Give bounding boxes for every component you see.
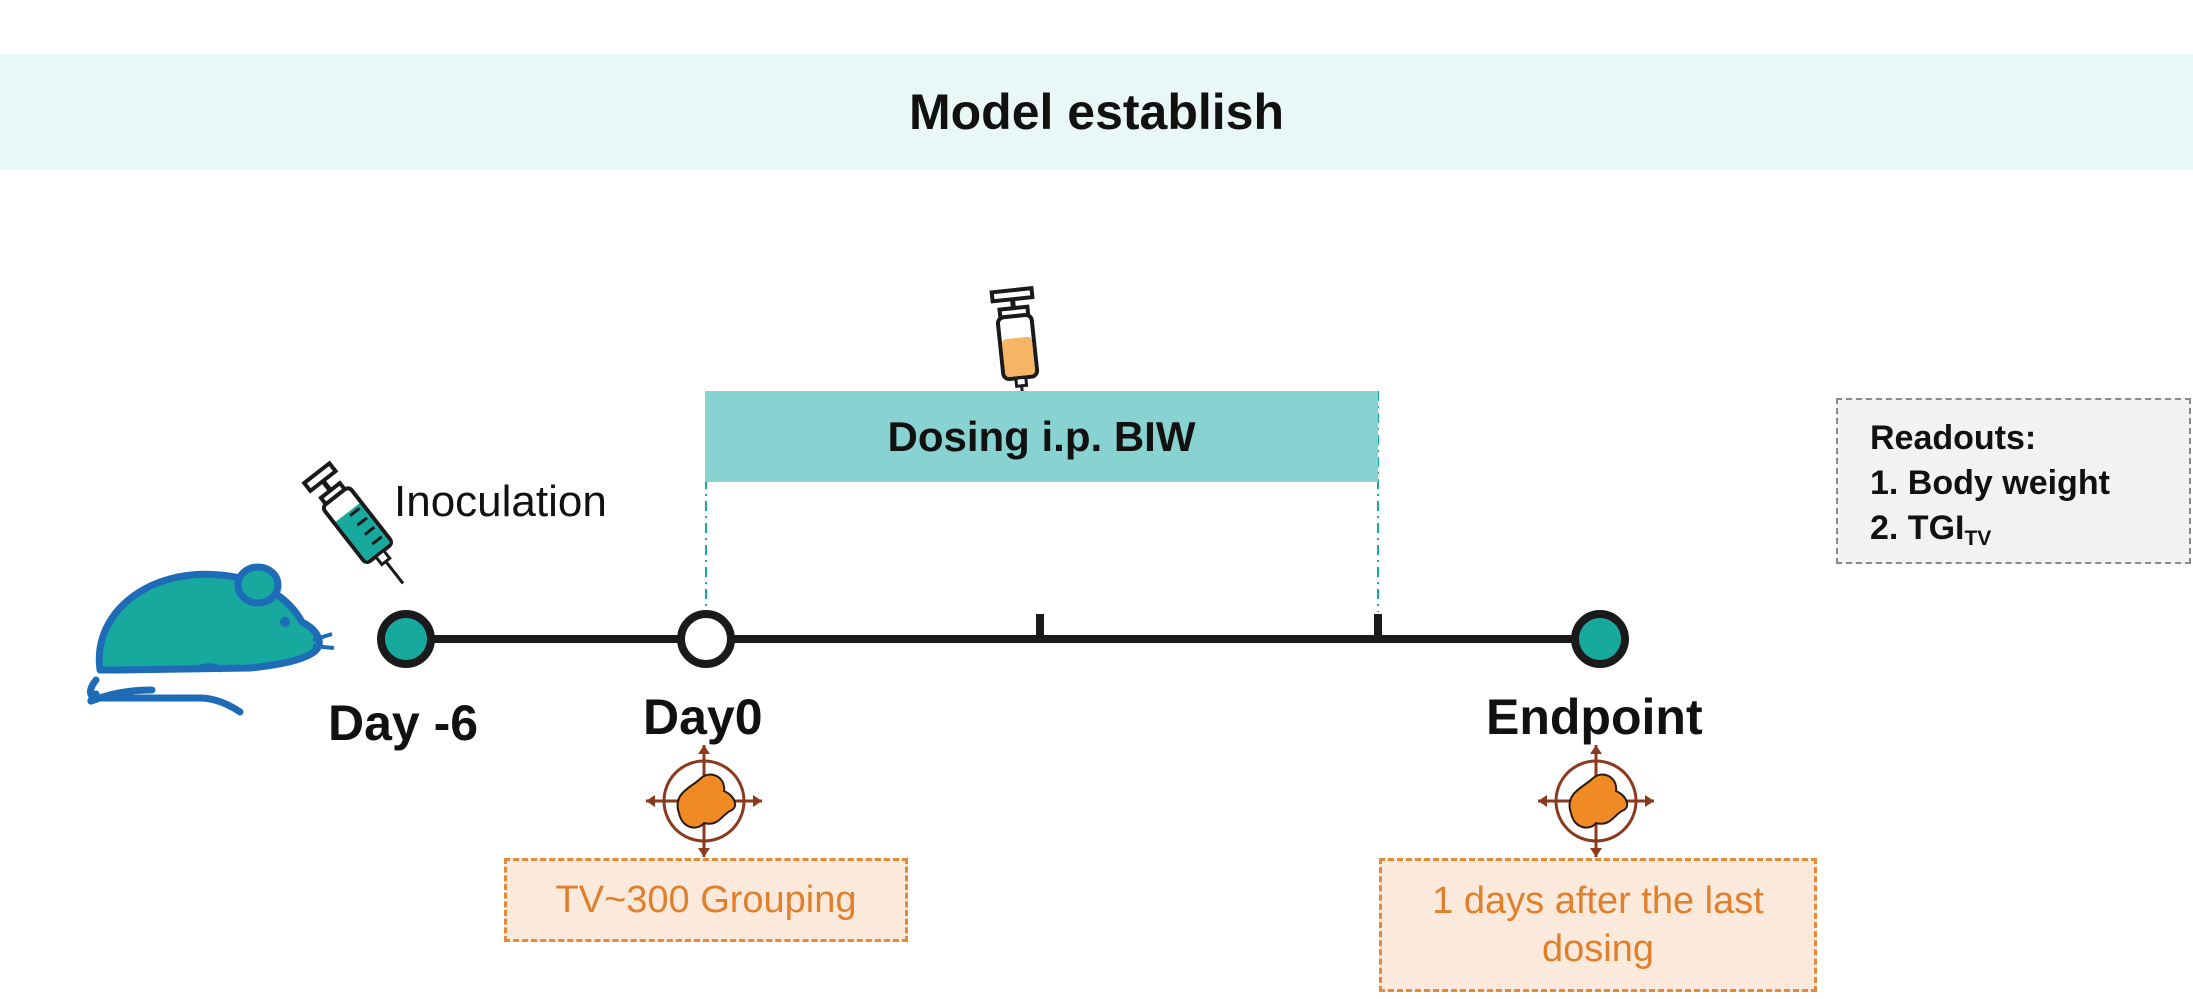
- syringe-orange-icon: [989, 285, 1040, 404]
- day0-note: TV~300 Grouping: [555, 879, 857, 921]
- mouse-icon: [87, 563, 335, 716]
- endpoint-note: 1 days after the last dosing: [1432, 880, 1764, 970]
- tumor-target-icon: [646, 745, 762, 857]
- syringe-teal-icon: [301, 460, 405, 585]
- tumor-target-icon: [1538, 745, 1654, 857]
- readouts-box: Readouts: 1. Body weight 2. TGITV: [1836, 398, 2191, 564]
- day0-node: [677, 610, 735, 668]
- day0-label: Day0: [643, 689, 763, 745]
- readout-item-text: 2. TGI: [1870, 509, 1965, 547]
- endpoint-note-box: 1 days after the last dosing: [1379, 858, 1817, 992]
- dosing-label: Dosing i.p. BIW: [887, 412, 1196, 460]
- readouts-title: Readouts:: [1870, 419, 2037, 457]
- day-minus6-node: [377, 610, 435, 668]
- readout-item: 2. TGITV: [1870, 506, 2189, 561]
- readout-item: 1. Body weight: [1870, 464, 2110, 502]
- readout-item-subscript: TV: [1964, 527, 1992, 550]
- page-title: Model establish: [908, 84, 1285, 140]
- day-minus6-label: Day -6: [328, 695, 479, 751]
- title-banner: Model establish: [0, 54, 2193, 170]
- dosing-bar: Dosing i.p. BIW: [705, 391, 1378, 482]
- endpoint-node: [1571, 610, 1629, 668]
- inoculation-label: Inoculation: [394, 477, 607, 526]
- endpoint-label: Endpoint: [1486, 689, 1703, 745]
- day0-note-box: TV~300 Grouping: [504, 858, 908, 942]
